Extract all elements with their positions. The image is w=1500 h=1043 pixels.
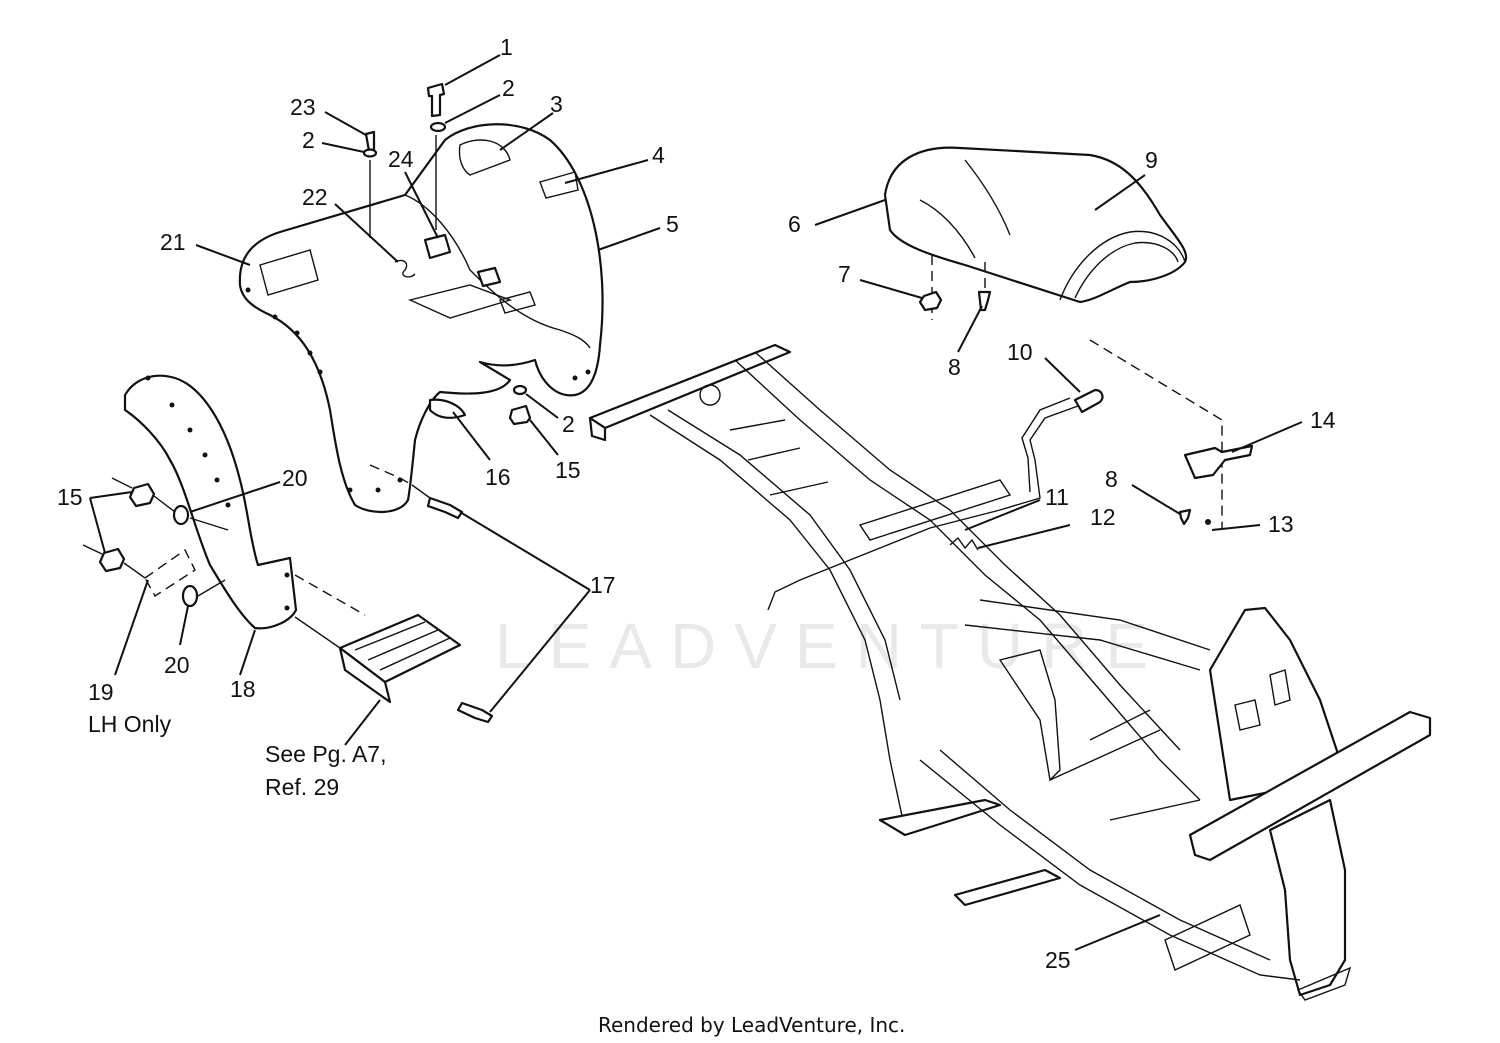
callout-7: 7 <box>838 261 851 287</box>
fender-decal-right <box>458 139 511 176</box>
part-16-flap <box>428 398 467 419</box>
part-10-grip <box>1073 388 1104 414</box>
footrest <box>294 464 494 724</box>
note-lh-only: LH Only <box>88 711 172 737</box>
part-7-nut <box>918 290 943 312</box>
callout-6: 6 <box>788 211 801 237</box>
part-2-washer-left <box>362 148 378 158</box>
fender-seat-recess <box>407 284 513 319</box>
part-15-nut-right <box>508 404 532 426</box>
part-2-washer-right <box>512 384 528 396</box>
seat-latch <box>767 388 1254 611</box>
callout-14: 14 <box>1310 407 1336 433</box>
fasteners-top <box>362 82 532 426</box>
callout-2: 2 <box>502 75 515 101</box>
part-19-plate <box>144 548 196 597</box>
callout-25: 25 <box>1045 947 1071 973</box>
part-1-bolt <box>426 82 446 118</box>
callout-15: 15 <box>555 457 581 483</box>
callout-1: 1 <box>500 34 513 60</box>
callout-8: 8 <box>948 354 961 380</box>
part-17-bolt-upper <box>426 496 464 520</box>
rear-fender <box>238 123 604 514</box>
callout-2: 2 <box>562 411 575 437</box>
frame-rear-crossbar <box>1188 710 1432 862</box>
callout-15: 15 <box>57 484 83 510</box>
seat <box>883 146 1223 530</box>
part-14-bracket <box>1183 444 1254 480</box>
callout-20: 20 <box>282 465 308 491</box>
frame-skid-right <box>953 868 1062 907</box>
part-13-rivet <box>1205 519 1211 525</box>
part-22-clip <box>394 259 416 278</box>
callout-22: 22 <box>302 184 328 210</box>
callout-18: 18 <box>230 676 256 702</box>
callout-labels: 1 2 2 2 3 4 5 6 7 8 8 9 10 11 12 13 14 1… <box>57 34 1336 973</box>
callout-12: 12 <box>1090 504 1116 530</box>
callout-17: 17 <box>590 572 616 598</box>
callout-9: 9 <box>1145 147 1158 173</box>
part-17-bolt-lower <box>456 701 494 724</box>
mud-flap <box>123 374 298 630</box>
note-see-page-line2: Ref. 29 <box>265 774 339 800</box>
part-12-spring <box>949 536 979 551</box>
fender-label <box>539 171 579 199</box>
callout-11: 11 <box>1045 484 1069 510</box>
credit-text: Rendered by LeadVenture, Inc. <box>598 1013 905 1037</box>
frame-rear-leg <box>1268 798 1347 997</box>
callout-4: 4 <box>652 142 665 168</box>
part-23-screw <box>364 130 376 153</box>
watermark: LEADVENTURE <box>495 610 1166 682</box>
fasteners-left <box>82 477 229 608</box>
part-20-washer-b <box>181 584 199 608</box>
part-8-screw-latch <box>1178 508 1192 526</box>
callout-16: 16 <box>485 464 511 490</box>
part-2-washer-top <box>429 121 447 133</box>
callout-20: 20 <box>164 652 190 678</box>
callout-2: 2 <box>302 127 315 153</box>
callout-8: 8 <box>1105 466 1118 492</box>
callout-23: 23 <box>290 94 316 120</box>
part-20-washer-a <box>172 504 190 526</box>
callout-19: 19 <box>88 679 114 705</box>
part-15-nut-b <box>98 547 126 573</box>
frame-skid-left <box>878 798 1002 837</box>
note-see-page-line1: See Pg. A7, <box>265 741 386 767</box>
callout-21: 21 <box>160 229 186 255</box>
fender-decal-left <box>259 249 319 296</box>
callout-5: 5 <box>666 211 679 237</box>
leader-lines <box>89 54 1303 951</box>
callout-24: 24 <box>388 146 414 172</box>
callout-13: 13 <box>1268 511 1294 537</box>
frame <box>588 343 1432 1001</box>
callout-10: 10 <box>1007 339 1033 365</box>
callout-3: 3 <box>550 91 563 117</box>
part-15-nut-a <box>128 482 156 508</box>
